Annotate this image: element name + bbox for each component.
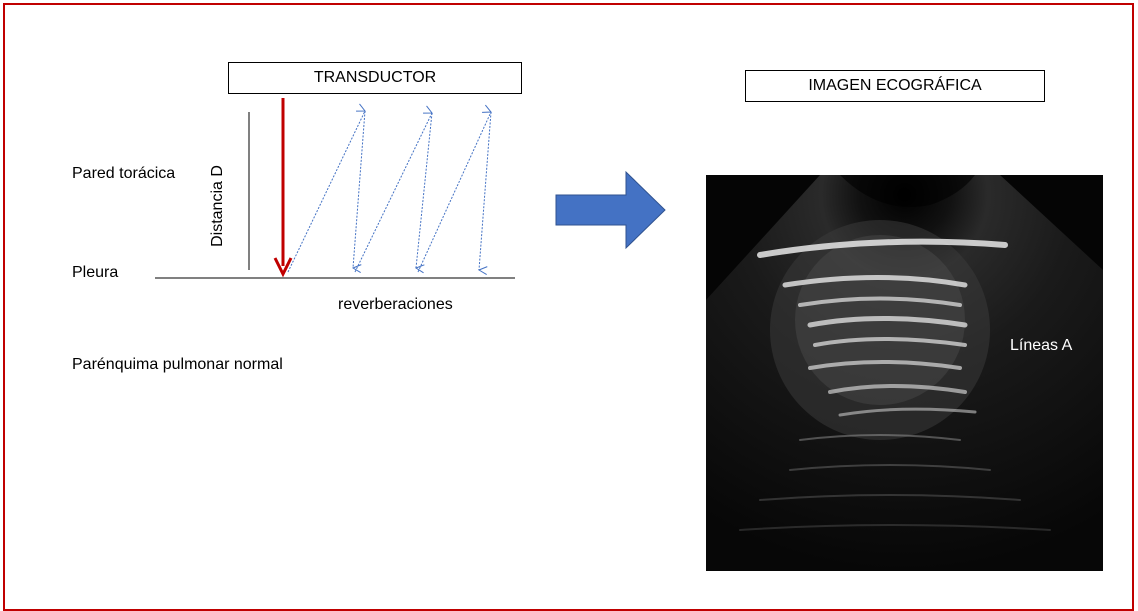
image-title-box: IMAGEN ECOGRÁFICA (745, 70, 1045, 102)
image-title: IMAGEN ECOGRÁFICA (808, 77, 981, 94)
transition-arrow (556, 172, 665, 248)
reverberation-arrows (288, 111, 491, 272)
ultrasound-image (706, 175, 1103, 571)
incident-arrow (275, 98, 291, 274)
a-lines-label: Líneas A (1010, 337, 1072, 355)
